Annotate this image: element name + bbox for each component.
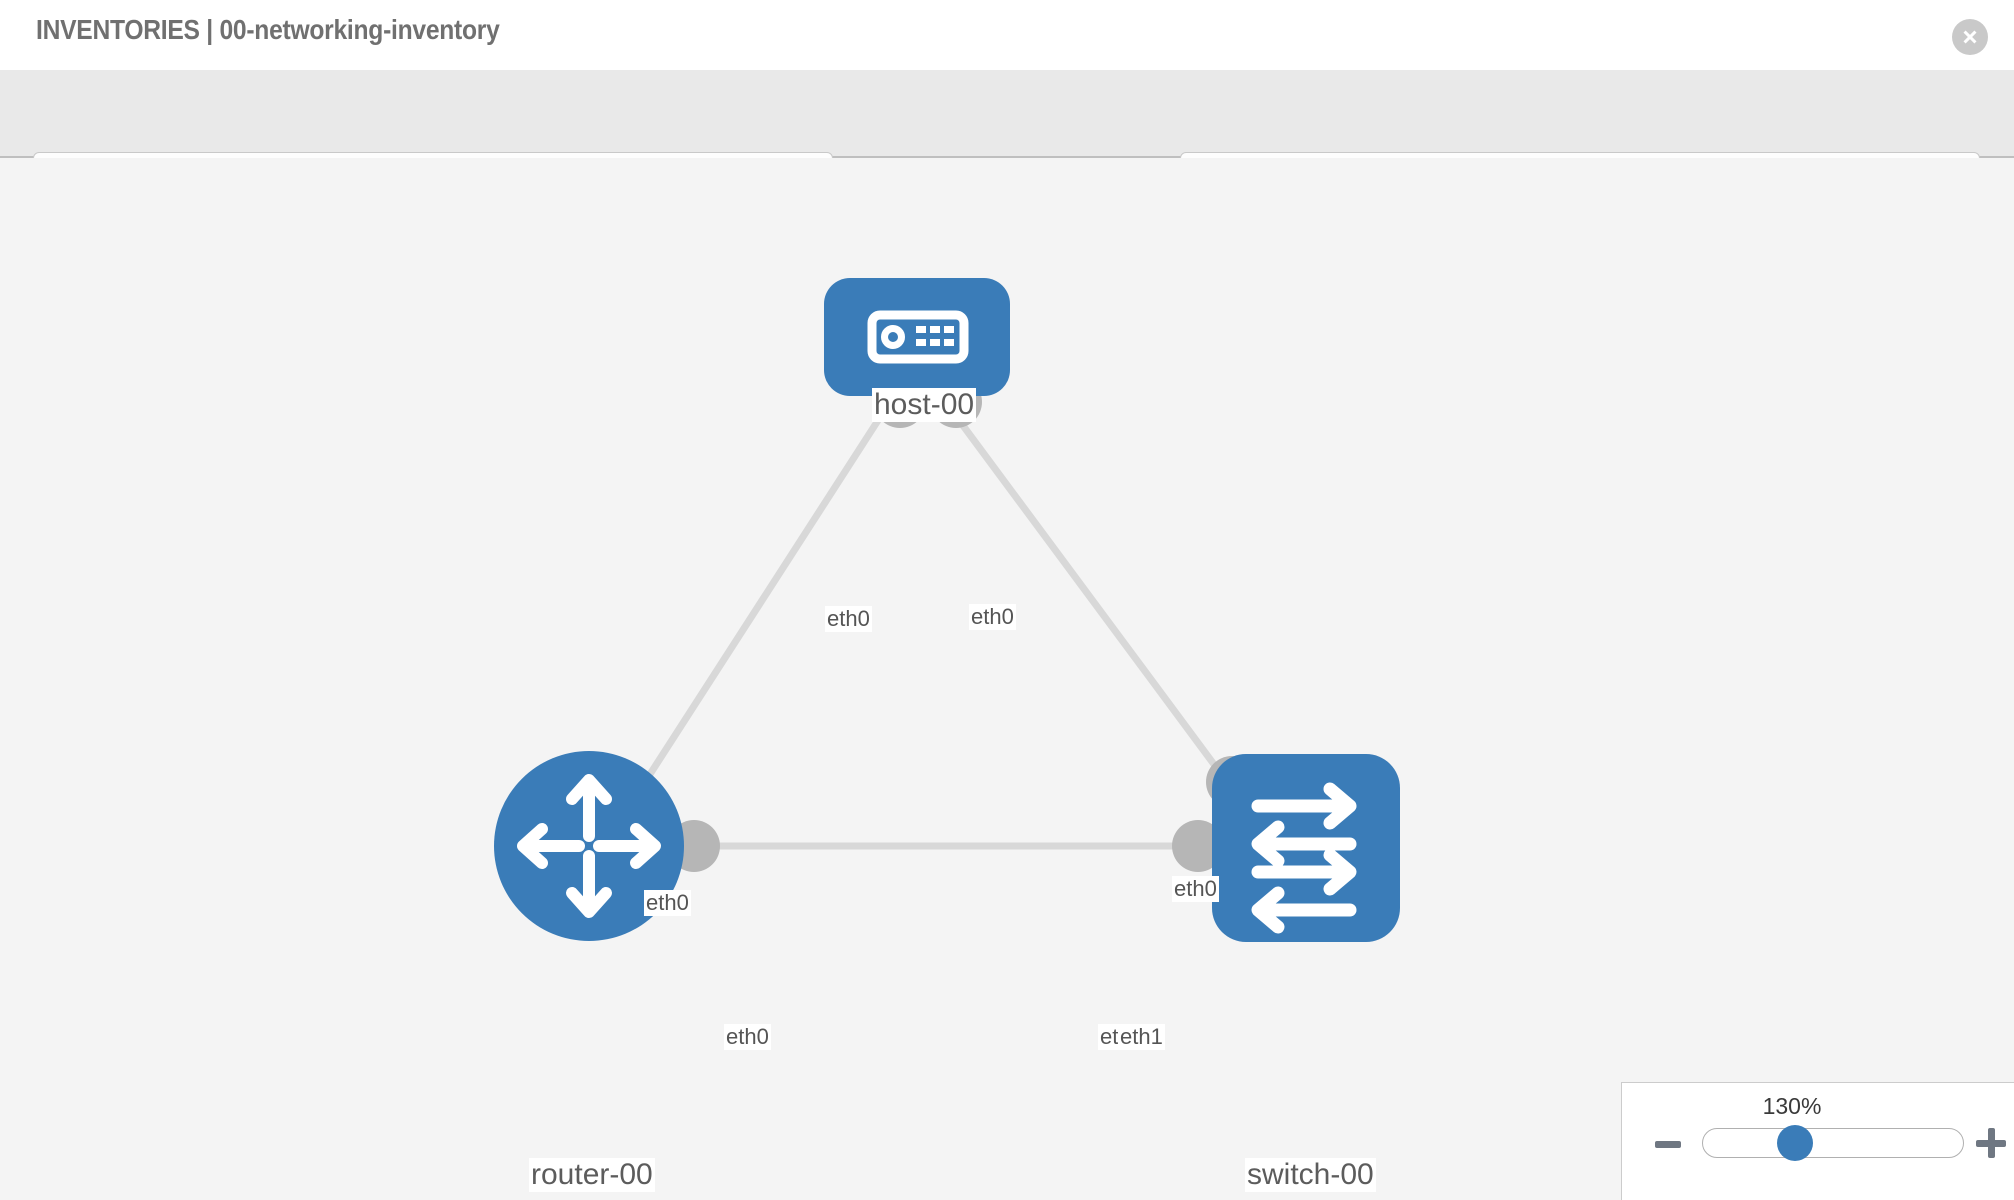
zoom-slider-track[interactable] [1702, 1128, 1964, 1158]
zoom-control-panel: 130% [1621, 1082, 2014, 1200]
topology-graph [494, 278, 1400, 942]
iface-label-router00-eth0-up: eth0 [644, 890, 691, 916]
zoom-out-button[interactable] [1655, 1141, 1681, 1148]
topology-links [622, 405, 1253, 850]
close-circle-icon [1952, 19, 1988, 55]
iface-label-switch00-eth1: eth1 [1118, 1024, 1165, 1050]
port-switch00-eth1 [1172, 820, 1224, 872]
iface-label-host00-eth0-right: eth0 [969, 604, 1016, 630]
node-label-switch-00: switch-00 [1245, 1158, 1376, 1192]
plus-icon-vertical [1987, 1128, 1995, 1158]
link-host00-router00 [622, 406, 889, 815]
link-host00-switch00 [947, 405, 1253, 816]
topology-canvas[interactable]: host-00 router-00 switch-00 eth0 eth0 et… [0, 158, 2014, 1200]
iface-label-router00-eth0: eth0 [724, 1024, 771, 1050]
close-icon[interactable] [1952, 19, 1988, 55]
iface-label-host00-eth0-left: eth0 [825, 606, 872, 632]
window-header: INVENTORIES | 00-networking-inventory [0, 0, 2014, 70]
node-host-00[interactable] [824, 278, 1010, 396]
node-switch-00[interactable] [1212, 754, 1400, 942]
node-router-00[interactable] [494, 751, 684, 941]
node-label-router-00: router-00 [529, 1158, 655, 1192]
zoom-level-label: 130% [1762, 1093, 1822, 1119]
node-label-host-00: host-00 [872, 388, 977, 422]
topology-ports [668, 376, 1258, 872]
router-arrows-icon [517, 774, 661, 918]
switch-arrows-icon [1251, 782, 1357, 934]
zoom-slider-thumb[interactable] [1777, 1125, 1813, 1161]
iface-label-switch00-eth0-up: eth0 [1172, 876, 1219, 902]
server-icon [867, 310, 969, 364]
toolbar: ACTIONS SEARCH [0, 70, 2014, 205]
page-title: INVENTORIES | 00-networking-inventory [36, 14, 500, 45]
zoom-in-button[interactable] [1976, 1128, 2006, 1158]
